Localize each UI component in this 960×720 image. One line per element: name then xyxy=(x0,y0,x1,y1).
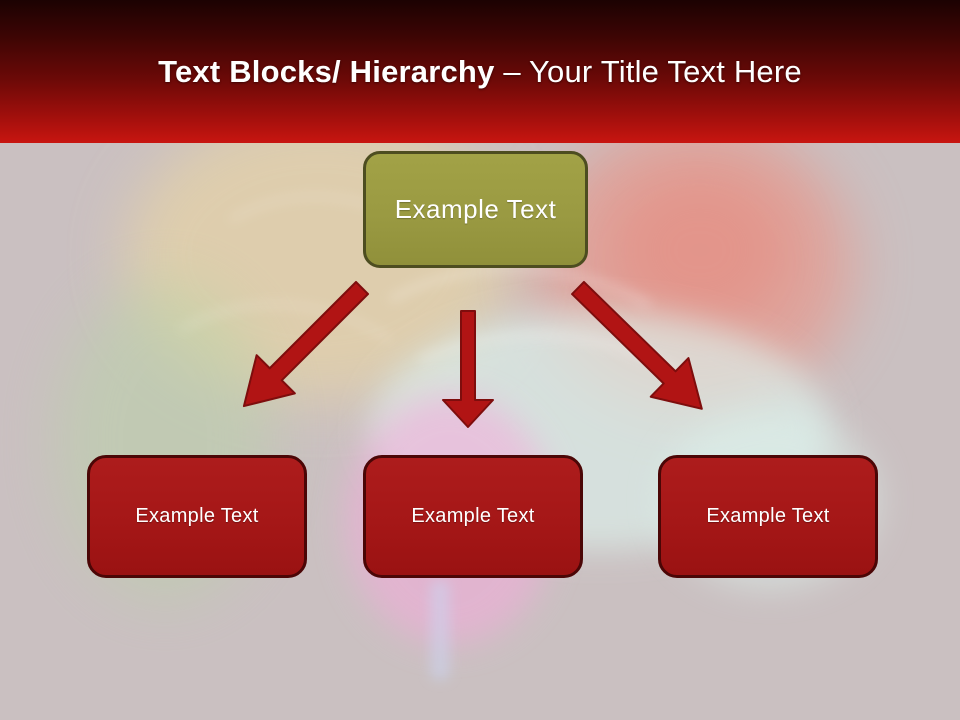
child-node-2: Example Text xyxy=(363,455,583,578)
slide-header: Text Blocks/ Hierarchy – Your Title Text… xyxy=(0,0,960,143)
child-node-3: Example Text xyxy=(658,455,878,578)
title-bold-text: Text Blocks/ Hierarchy xyxy=(158,53,495,89)
root-node: Example Text xyxy=(363,151,588,268)
child-node-1-label: Example Text xyxy=(135,505,259,527)
root-node-label: Example Text xyxy=(394,194,557,224)
title-regular-text: – Your Title Text Here xyxy=(494,53,802,89)
down-right-arrow-icon xyxy=(571,280,703,410)
child-node-1: Example Text xyxy=(87,455,307,578)
page-title: Text Blocks/ Hierarchy – Your Title Text… xyxy=(158,54,802,90)
child-node-2-label: Example Text xyxy=(411,505,535,527)
down-arrow-icon xyxy=(442,310,494,428)
down-left-arrow-icon xyxy=(242,280,370,408)
child-node-3-label: Example Text xyxy=(706,505,830,527)
